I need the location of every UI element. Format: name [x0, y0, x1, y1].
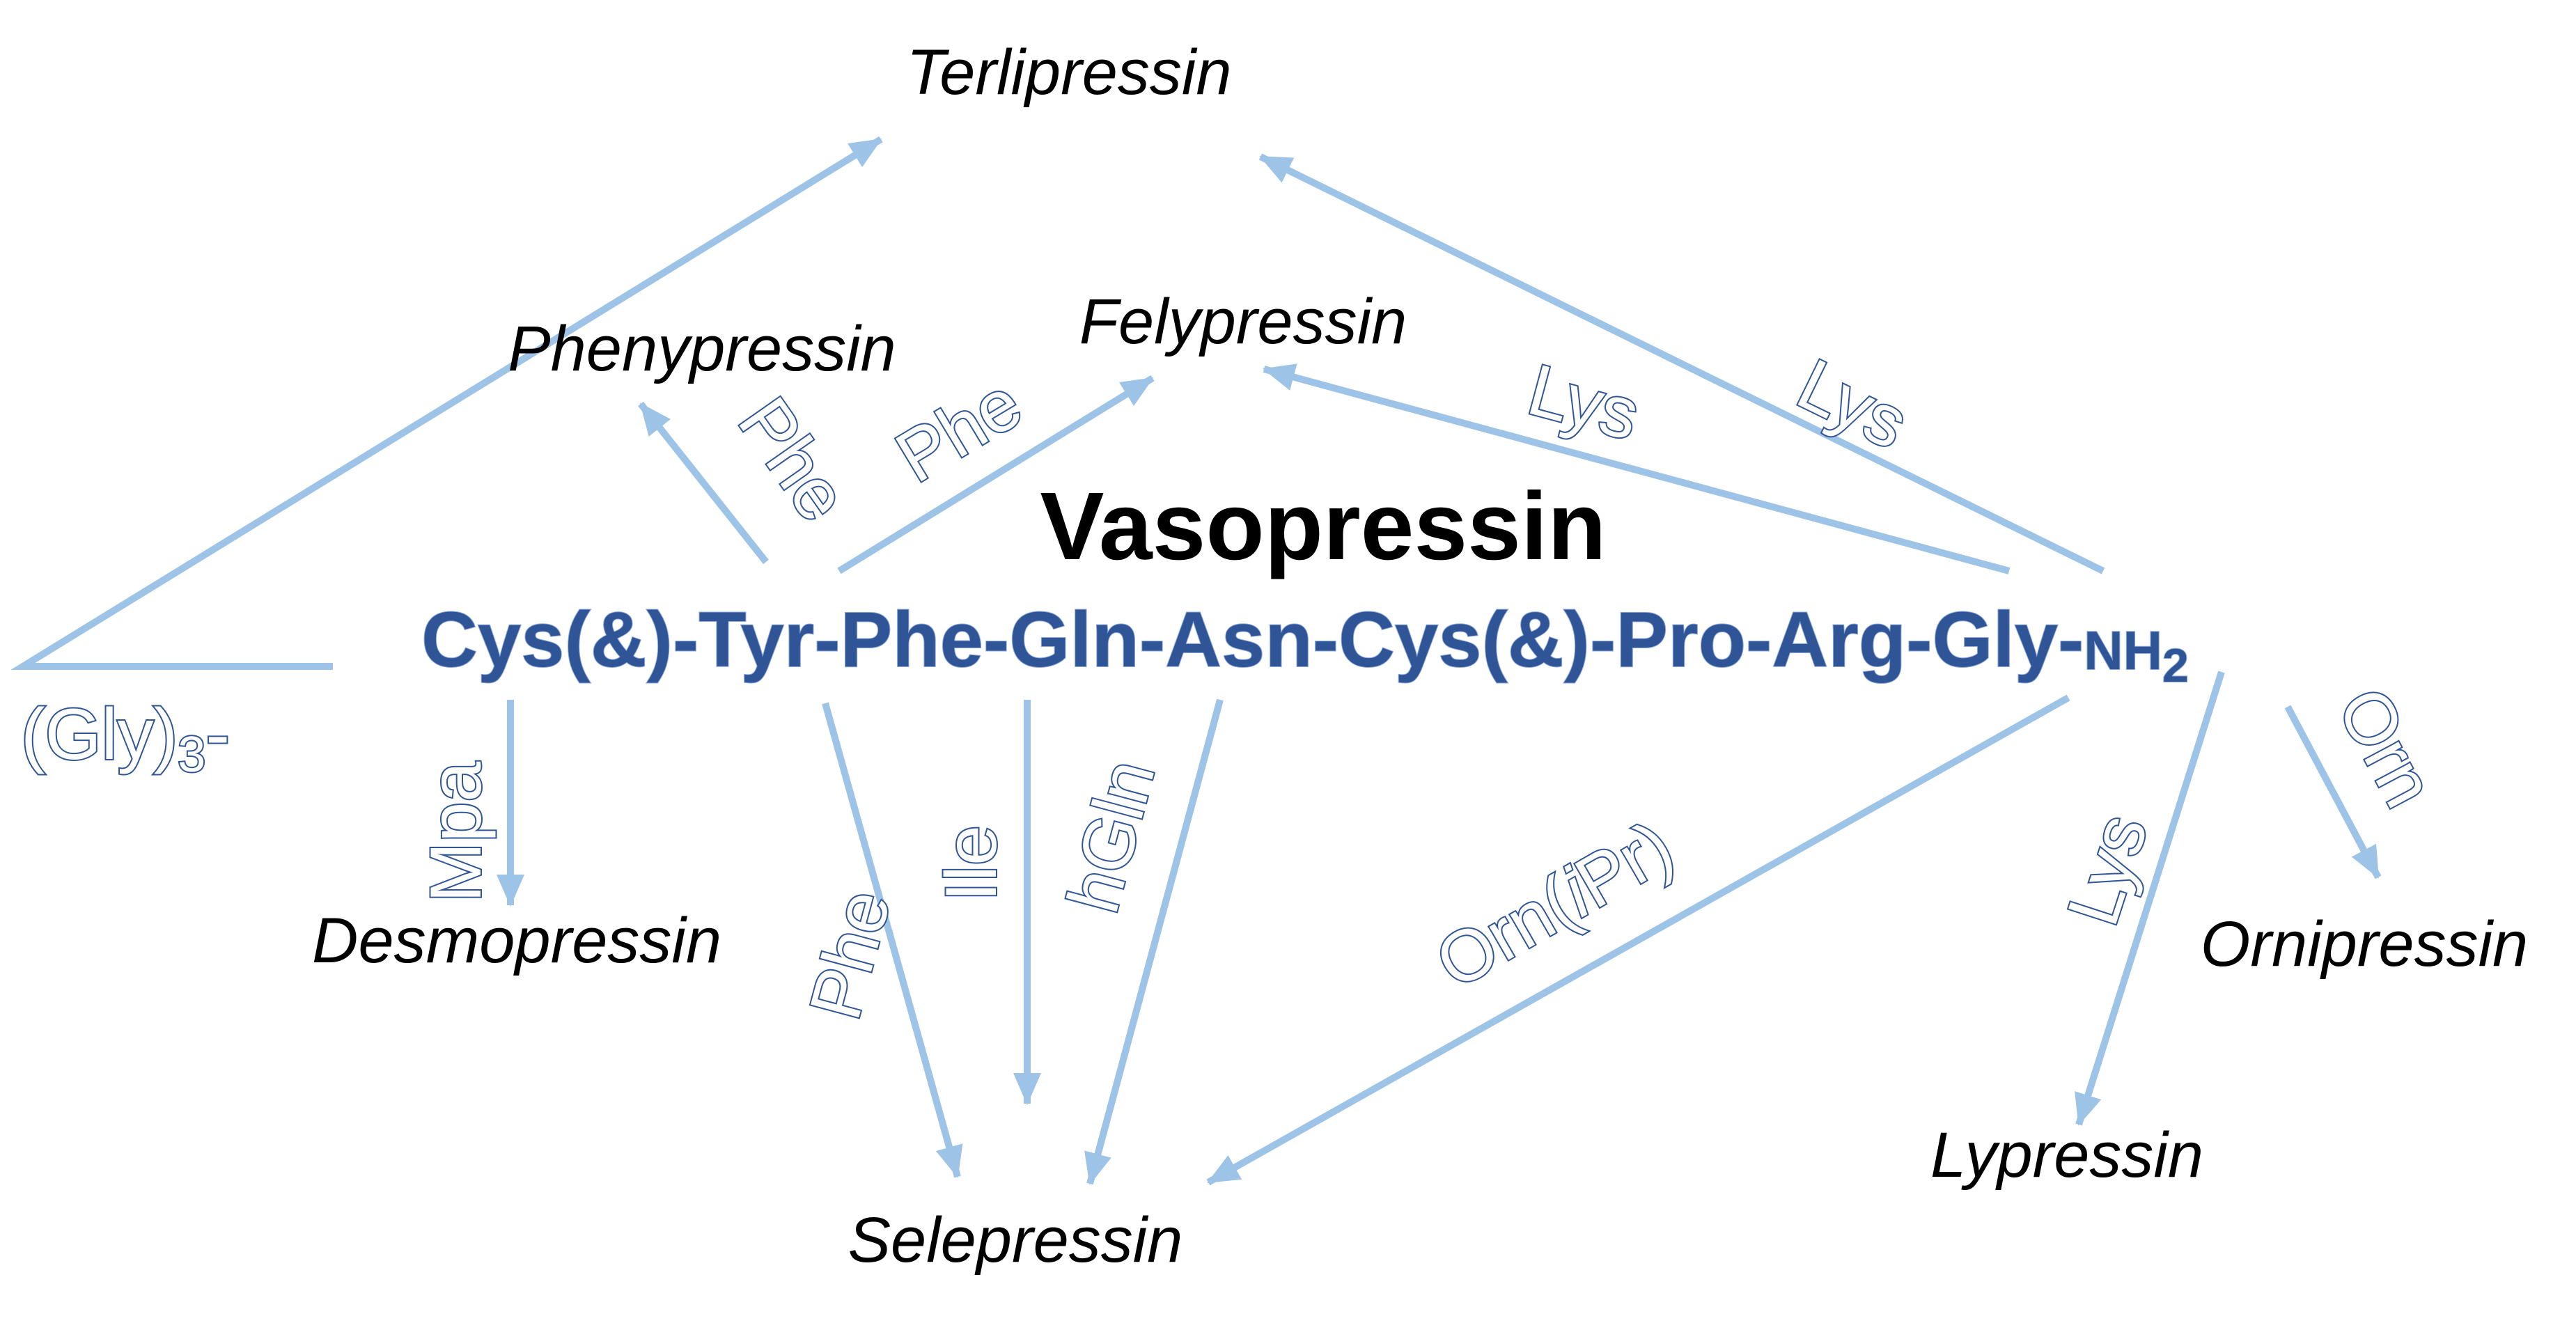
- label-gly3-subscript: 3: [178, 727, 205, 783]
- label-ile-selepressin: Ile: [931, 825, 1012, 902]
- arrow-gly-to-lypressin: [2075, 671, 2225, 1126]
- derivative-desmopressin: Desmopressin: [312, 905, 721, 976]
- sequence-residues: Cys(&)-Tyr-Phe-Gln-Asn-Cys(&)-Pro-Arg-Gl…: [421, 596, 2084, 683]
- label-phe-selepressin: Phe: [795, 882, 906, 1028]
- label-gly3: (Gly)3-: [21, 694, 230, 783]
- arrow-gly3-to-terlipressin: [10, 136, 883, 670]
- arrow-phe-to-felypressin: [837, 375, 1155, 574]
- arrow-gln-to-selepressin: [1084, 698, 1224, 1185]
- derivative-ornipressin: Ornipressin: [2201, 909, 2528, 980]
- derivative-lypressin: Lypressin: [1930, 1120, 2203, 1191]
- diagram-title: Vasopressin: [1040, 473, 1606, 580]
- arrow-arg-to-terlipressin: [1258, 153, 2105, 574]
- arrows: [10, 136, 2382, 1186]
- label-gly3-main: (Gly): [21, 694, 178, 775]
- label-orn-ipr-selepressin: Orn(iPr): [1423, 806, 1686, 1004]
- label-phe-felypressin: Phe: [883, 363, 1035, 499]
- derivative-names: Terlipressin Phenypressin Felypressin De…: [312, 37, 2528, 1276]
- derivative-phenypressin: Phenypressin: [508, 313, 896, 384]
- derivative-selepressin: Selepressin: [848, 1205, 1183, 1276]
- label-phe-phenypressin: Phe: [723, 384, 863, 535]
- derivative-terlipressin: Terlipressin: [906, 37, 1231, 108]
- derivative-felypressin: Felypressin: [1079, 286, 1407, 357]
- vasopressin-sequence: Cys(&)-Tyr-Phe-Gln-Asn-Cys(&)-Pro-Arg-Gl…: [421, 596, 2189, 692]
- label-gly3-dash: -: [205, 694, 230, 775]
- label-mpa: Mpa: [416, 762, 497, 902]
- label-orn-ornipressin: Orn: [2322, 675, 2450, 820]
- arrow-arg-to-selepressin: [1206, 694, 2070, 1186]
- arrow-tyr-to-selepressin: [822, 702, 963, 1178]
- arrow-arg-to-felypressin: [1263, 363, 2011, 574]
- arrow-tyr-to-phenypressin: [638, 401, 769, 565]
- label-hgln-selepressin: hGln: [1053, 752, 1171, 921]
- arrow-gly-to-ornipressin: [2284, 705, 2382, 879]
- label-lys-terlipressin: Lys: [1786, 344, 1920, 465]
- label-lys-felypressin: Lys: [1520, 350, 1648, 456]
- sequence-nh: NH: [2084, 620, 2162, 681]
- sequence-nh-subscript: 2: [2162, 639, 2189, 692]
